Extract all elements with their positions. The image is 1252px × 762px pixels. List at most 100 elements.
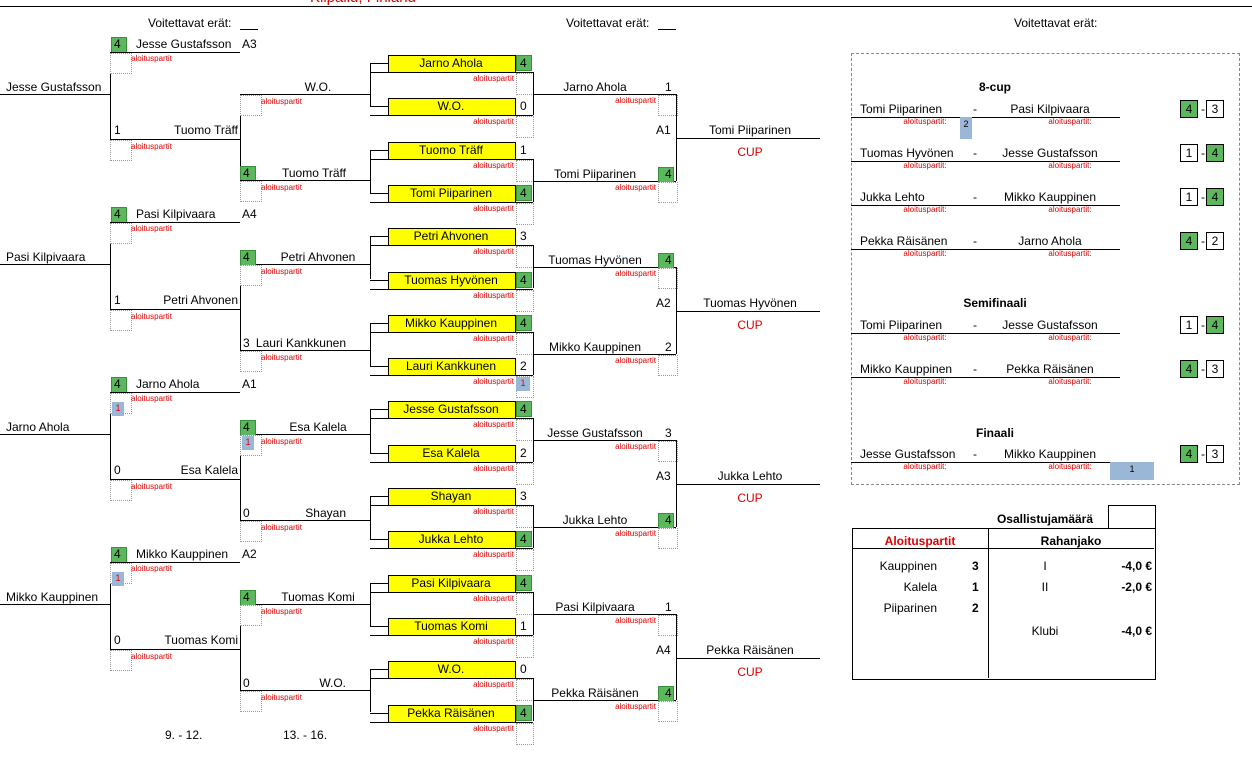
final-line	[676, 311, 820, 313]
start-count-value: 2	[963, 119, 969, 129]
match-line	[110, 222, 240, 223]
start-label: aloituspartit:	[903, 249, 947, 258]
bottom-player: Lauri Kankkunen	[255, 336, 346, 350]
vs-dash: -	[1201, 190, 1205, 204]
cup-player-a: Jesse Gustafsson	[860, 447, 956, 461]
match-line	[533, 180, 676, 182]
cup-score-a: 4	[1180, 232, 1198, 250]
bottom-player: W.O.	[319, 676, 346, 690]
start-cell	[240, 605, 262, 626]
match-line	[240, 520, 370, 521]
match-player: Shayan	[430, 489, 472, 503]
cup-score-b: 3	[1206, 445, 1224, 463]
start-count-box	[516, 377, 530, 392]
rank-label-13-16: 13. - 16.	[283, 728, 328, 742]
start-count-box	[960, 117, 972, 139]
match-line	[240, 180, 370, 181]
start-label: aloituspartit:	[1048, 462, 1092, 471]
match-line	[533, 527, 676, 528]
bracket-connector	[533, 591, 534, 635]
bracket-connector	[240, 604, 241, 690]
feeder-line	[370, 452, 388, 454]
feeder-line	[370, 192, 388, 194]
match-player: Pekka Räisänen	[407, 705, 495, 720]
bottom-score: 0	[114, 463, 121, 477]
cup-score-b: 4	[1206, 144, 1224, 162]
start-label: aloituspartit	[473, 377, 514, 387]
starts-count: 3	[972, 559, 979, 573]
r3-score: 4	[665, 253, 672, 268]
match-score: 2	[520, 445, 527, 460]
match-line	[370, 461, 533, 463]
bracket-connector	[110, 222, 111, 310]
cup-player-a: Tuomas Hyvönen	[860, 146, 954, 160]
cup-score-a: 4	[1180, 360, 1198, 378]
feeder-line	[370, 106, 388, 108]
wins-blank-1	[240, 29, 258, 30]
match-player: Jarno Ahola	[419, 56, 483, 70]
match-line	[370, 375, 533, 377]
r3-score: 1	[665, 80, 672, 94]
bottom-score: 0	[243, 506, 250, 520]
match-line	[240, 604, 370, 605]
starts-player: Kalela	[903, 580, 937, 594]
top-score: 4	[243, 250, 250, 264]
start-cell	[516, 506, 534, 528]
wins-required-label-1: Voitettavat erät:	[148, 16, 232, 30]
feeder-line	[370, 669, 388, 671]
match-line	[110, 139, 240, 140]
start-count-box-value: 1	[115, 573, 121, 583]
start-label: aloituspartit	[131, 394, 172, 403]
match-line	[533, 700, 676, 702]
start-cell	[240, 351, 262, 372]
feeder-line	[370, 322, 388, 324]
start-label: aloituspartit	[615, 355, 656, 365]
feeder-line	[370, 409, 388, 411]
start-count-box	[242, 436, 254, 450]
bracket-connector	[240, 264, 241, 350]
bracket-connector	[676, 440, 677, 527]
bottom-score: 3	[243, 336, 250, 350]
start-label: aloituspartit	[131, 54, 172, 63]
cup-score-b: 4	[1206, 316, 1224, 334]
cup-score-b: 3	[1206, 100, 1224, 118]
start-label: aloituspartit	[473, 507, 514, 516]
starts-player: Kauppinen	[879, 559, 937, 573]
win-marker	[516, 531, 532, 548]
match-player: Lauri Kankkunen	[405, 359, 497, 374]
starts-count: 1	[972, 580, 979, 594]
feeder-line	[370, 279, 388, 281]
bracket-connector	[533, 331, 534, 376]
bracket-connector	[533, 505, 534, 549]
payout-amount: -2,0 €	[1121, 580, 1152, 594]
bracket-connector	[533, 418, 534, 462]
round-heading-semi: Semifinaali	[963, 296, 1027, 310]
cup-match-line	[851, 249, 1120, 250]
bottom-player: Esa Kalela	[180, 463, 238, 477]
match-line	[370, 721, 533, 723]
top-player: Jesse Gustafsson	[136, 37, 232, 51]
vs-dash: -	[973, 234, 977, 248]
start-cell	[240, 95, 262, 116]
qualifier-name: Jukka Lehto	[717, 469, 783, 484]
bottom-player: Tuomas Komi	[164, 633, 238, 647]
top-player: Petri Ahvonen	[280, 250, 356, 264]
feeder-line	[370, 496, 388, 497]
stats-divider	[988, 528, 989, 678]
start-cell	[516, 462, 534, 485]
start-cell	[110, 53, 132, 74]
round-heading-8cup: 8-cup	[978, 80, 1011, 94]
start-count-box-value: 1	[115, 403, 121, 413]
top-player: Tuomas Komi	[281, 590, 355, 604]
start-label: aloituspartit	[473, 723, 514, 733]
entrant-line	[0, 94, 110, 95]
vs-dash: -	[1201, 234, 1205, 248]
match-line	[240, 94, 370, 95]
bracket-connector	[533, 245, 534, 289]
bottom-player: Shayan	[305, 506, 346, 520]
start-label: aloituspartit:	[1048, 249, 1092, 258]
match-score: 4	[520, 185, 527, 200]
match-line	[370, 634, 533, 636]
match-score: 0	[520, 99, 527, 114]
match-score: 4	[520, 575, 527, 590]
